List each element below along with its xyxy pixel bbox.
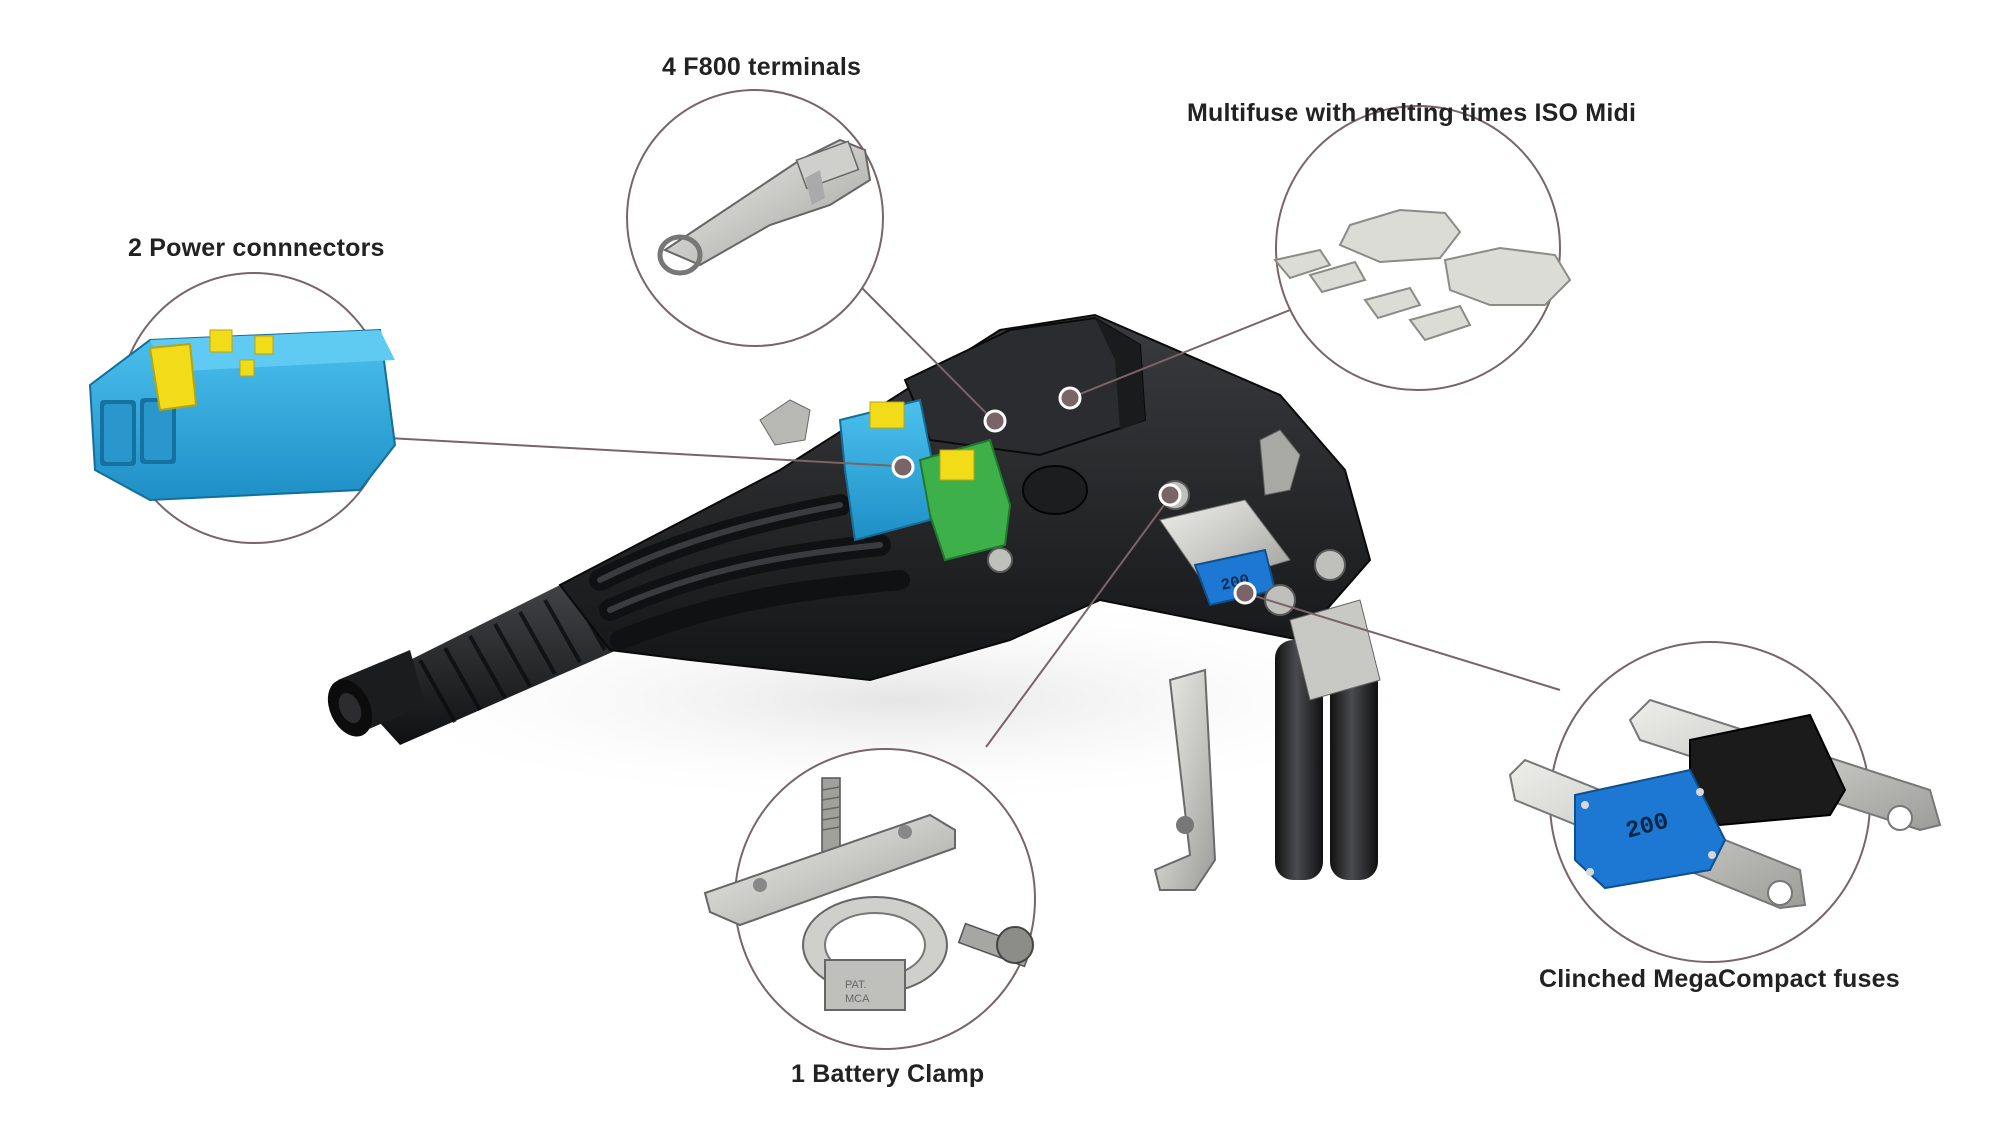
internal-cables: [589, 494, 910, 650]
callout-power-connector: [88, 272, 397, 544]
leader-megacompact: [1244, 592, 1561, 691]
anchor-connectors: [891, 455, 915, 479]
corrugated-harness: [327, 570, 640, 745]
leader-clamp: [985, 496, 1171, 748]
leader-anchors: [891, 386, 1257, 605]
label-megacompact-fuses: Clinched MegaCompact fuses: [1539, 965, 1900, 993]
anchor-terminals: [983, 409, 1007, 433]
output-cables-vertical: [1275, 599, 1381, 880]
label-power-connectors: 2 Power connnectors: [128, 234, 385, 262]
leader-lines: [387, 285, 1561, 748]
anchor-clamp: [1158, 483, 1182, 507]
green-connector-installed: [918, 438, 1012, 562]
f800-terminal-illustration: [657, 138, 872, 276]
anchor-multifuse: [1058, 386, 1082, 410]
label-f800-terminals: 4 F800 terminals: [662, 53, 862, 81]
megacompact-fuses-illustration: 200: [1508, 698, 1942, 910]
leader-multifuse: [1069, 309, 1291, 399]
label-battery-clamp: 1 Battery Clamp: [791, 1060, 985, 1088]
fuse-box-assembly: 200: [327, 313, 1381, 891]
power-connector-illustration: [88, 328, 397, 502]
battery-clamp-illustration: PAT. MCA: [703, 777, 1034, 1011]
mounting-bracket: [1153, 668, 1217, 891]
leader-terminals: [859, 285, 995, 422]
blue-connector-installed: [838, 398, 937, 542]
svg-text:PAT.: PAT.: [845, 979, 867, 991]
callout-f800-terminal: [626, 89, 884, 347]
callout-multifuse: [1273, 105, 1572, 391]
leader-connectors: [387, 437, 897, 467]
svg-text:MCA: MCA: [845, 993, 870, 1005]
label-multifuse: Multifuse with melting times ISO Midi: [1187, 99, 1637, 127]
multifuse-illustration: [1273, 208, 1572, 342]
callout-megacompact-fuses: 200: [1508, 641, 1942, 963]
callout-battery-clamp: PAT. MCA: [703, 748, 1036, 1050]
terminal-studs: [987, 480, 1346, 616]
anchor-megacompact: [1233, 581, 1257, 605]
